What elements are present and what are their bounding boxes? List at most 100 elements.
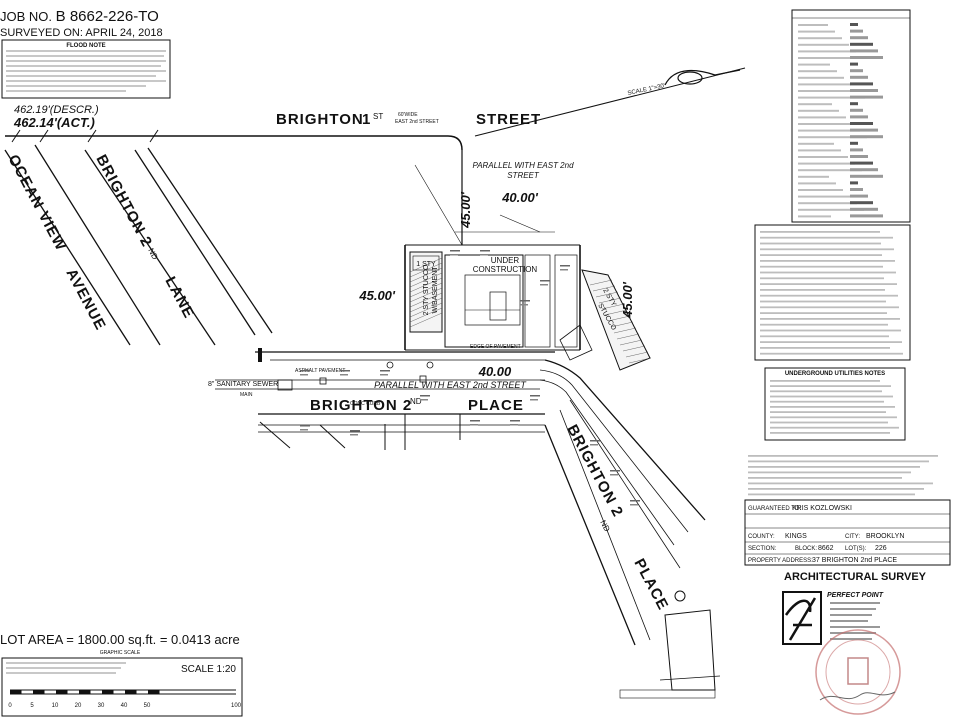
elevation-mark xyxy=(420,399,428,401)
legend-symbol xyxy=(850,135,883,139)
alteration-text-line xyxy=(748,460,929,463)
legend-text-line xyxy=(798,43,849,46)
legend-symbol xyxy=(850,128,878,132)
job-label: JOB NO. xyxy=(0,9,53,24)
alteration-text-line xyxy=(748,477,902,479)
parallel-bottom: PARALLEL WITH EAST 2nd STREET xyxy=(374,380,527,390)
flood-note-title: FLOOD NOTE xyxy=(66,43,105,49)
alteration-text-line xyxy=(748,493,915,496)
elevation-mark xyxy=(380,374,388,376)
utility-text-line xyxy=(770,432,890,434)
alteration-note xyxy=(748,455,938,496)
legend-symbol xyxy=(850,49,878,53)
legend-text-line xyxy=(798,162,855,165)
architectural-survey-title: ARCHITECTURAL SURVEY xyxy=(784,571,927,583)
note-text-line xyxy=(760,236,893,239)
legend-text-line xyxy=(798,57,863,59)
note-text-line xyxy=(760,323,888,326)
legend-symbol xyxy=(850,36,868,40)
note-text-line xyxy=(760,289,885,291)
distance-descr: 462.19'(DESCR.) xyxy=(14,104,99,116)
alteration-text-line xyxy=(748,488,924,490)
elevation-mark xyxy=(530,399,538,401)
elevation-mark xyxy=(350,434,358,436)
elevation-mark xyxy=(350,430,360,432)
ocean-view-word: OCEAN VIEW xyxy=(4,152,69,254)
distance-act: 462.14'(ACT.) xyxy=(13,115,95,130)
legend-symbol xyxy=(850,62,858,66)
hatch-line xyxy=(592,285,616,292)
utility-text-line xyxy=(770,385,891,387)
elevation-mark xyxy=(590,444,598,446)
utility-text-line xyxy=(770,395,893,398)
legend-symbol xyxy=(850,95,883,99)
elevation-mark xyxy=(610,470,620,472)
brighton-1st-street-word: STREET xyxy=(476,111,541,128)
front-distance-bottom: 40.00 xyxy=(478,364,512,379)
alteration-text-line xyxy=(748,466,920,468)
brighton-1st-suffix: ST xyxy=(373,112,383,121)
main-label: MAIN xyxy=(240,392,253,398)
elevation-mark xyxy=(630,500,640,502)
elevation-mark xyxy=(540,284,548,286)
legend-symbol xyxy=(850,141,858,145)
scale-block xyxy=(10,690,22,694)
note-text-line xyxy=(760,347,890,349)
firm-detail-line xyxy=(830,620,868,622)
elevation-mark xyxy=(510,424,518,426)
note-text-line xyxy=(760,265,883,268)
hatch-line xyxy=(409,297,443,313)
legend-symbol xyxy=(850,194,868,198)
guaranteed-box: GUARANTEED TO: KRIS KOZLOWSKI COUNTY: KI… xyxy=(744,499,951,566)
firm-name: PERFECT POINT xyxy=(827,592,884,599)
legend-symbol xyxy=(850,89,878,92)
lot-label: LOT(S): xyxy=(845,546,867,552)
alteration-text-line xyxy=(748,482,933,485)
scale-tick-100: 100 xyxy=(231,703,242,709)
place-brighton-word: BRIGHTON 2 xyxy=(310,397,412,414)
hatch-line xyxy=(628,357,652,364)
hatch-line xyxy=(409,257,443,273)
utility-text-line xyxy=(770,416,897,419)
legend-text-line xyxy=(798,24,828,26)
legend-symbol xyxy=(850,188,863,191)
job-number-label: JOB NO. B 8662-226-TO xyxy=(0,8,159,25)
surveyed-on: SURVEYED ON: APRIL 24, 2018 xyxy=(0,27,163,39)
hatch-line xyxy=(622,345,646,352)
note-text-line xyxy=(760,254,882,256)
legend-symbol xyxy=(850,161,873,165)
elevation-mark xyxy=(520,300,530,302)
hatch-line xyxy=(409,307,443,323)
legend-text-line xyxy=(798,169,862,172)
under-construction-line1: UNDER xyxy=(491,256,520,265)
section-label: SECTION: xyxy=(748,546,777,552)
note-text-line xyxy=(760,300,886,303)
legend-symbol xyxy=(850,42,873,46)
address-label: PROPERTY ADDRESS: xyxy=(748,558,813,564)
county: KINGS xyxy=(785,533,807,540)
block-label: BLOCK: xyxy=(795,546,817,552)
scale-block xyxy=(148,690,160,694)
graphic-scale-title: GRAPHIC SCALE xyxy=(100,650,141,656)
left-building xyxy=(409,251,443,333)
utility-text-line xyxy=(770,406,895,408)
legend-text-line xyxy=(798,63,830,66)
brighton-1st-width: 60'WIDE xyxy=(398,112,418,118)
elevation-mark xyxy=(530,395,540,397)
note-text-line xyxy=(760,231,880,233)
diag-place-word: PLACE xyxy=(630,556,671,613)
sanitary-sewer-label: 8" SANITARY SEWER xyxy=(208,381,278,388)
legend-text-line xyxy=(798,175,829,178)
legend-text-line xyxy=(798,208,864,211)
legend-symbol xyxy=(850,29,863,33)
elevation-mark xyxy=(520,304,528,306)
note-text-line xyxy=(760,341,902,343)
hatch-line xyxy=(409,282,443,298)
lot-area: LOT AREA = 1800.00 sq.ft. = 0.0413 acre xyxy=(0,632,240,647)
firm-detail-line xyxy=(830,638,872,640)
hatch-line xyxy=(607,315,631,322)
front-distance-top: 40.00' xyxy=(501,190,539,205)
hatch-line xyxy=(409,302,443,318)
hatch-line xyxy=(409,272,443,288)
city: BROOKLYN xyxy=(866,533,904,540)
